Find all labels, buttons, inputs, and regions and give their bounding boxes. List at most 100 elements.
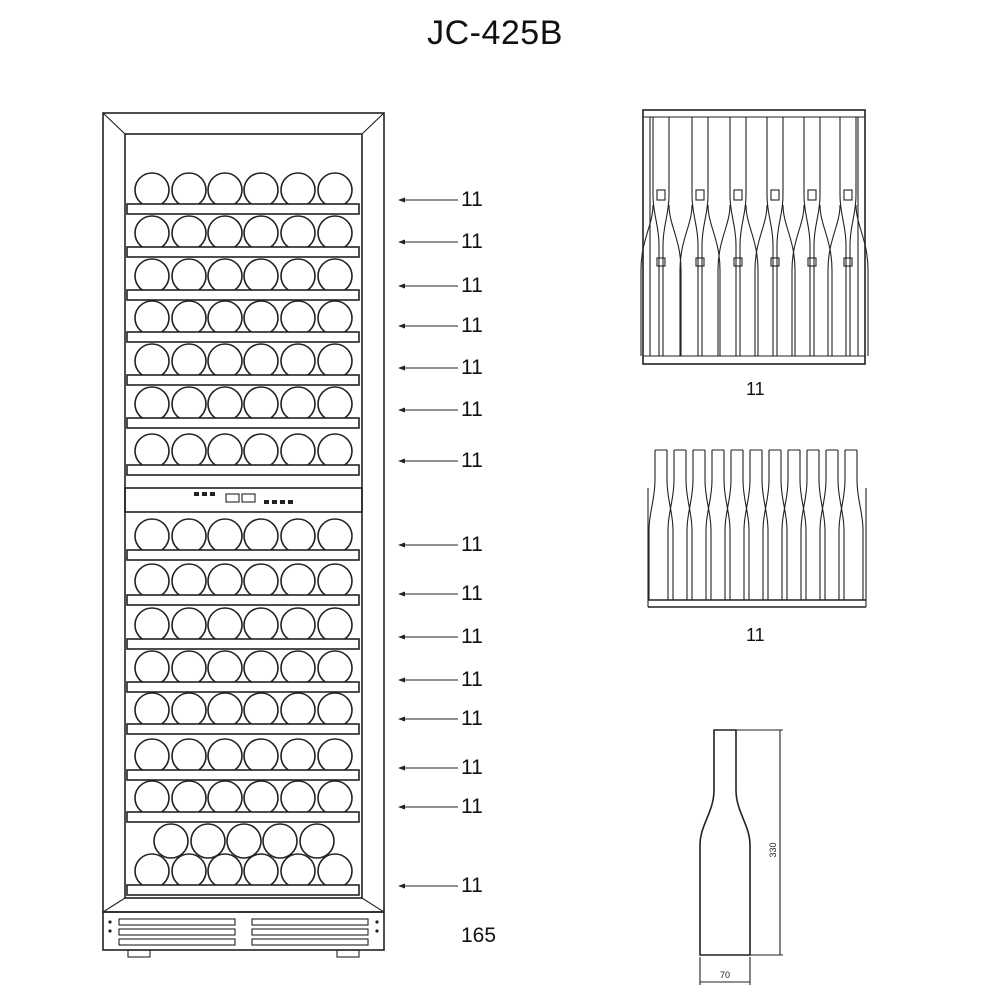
panel-button (202, 492, 207, 496)
bottle-end (317, 343, 353, 379)
bottle-end (243, 433, 279, 469)
bottle-end (134, 650, 170, 686)
bottle-end (134, 692, 170, 728)
rack-side-bottle (800, 449, 826, 600)
cabinet-base (102, 911, 385, 958)
bottle-end (171, 215, 207, 251)
shelf-board (126, 723, 360, 735)
shelf-count-7: 11 (461, 449, 483, 472)
temp-display-left (225, 493, 240, 503)
bottle-end (280, 650, 316, 686)
bottle-end (207, 172, 243, 208)
shelf-board (126, 464, 360, 476)
bottle-end (243, 518, 279, 554)
shelf-count-9: 11 (461, 582, 483, 605)
shelf-11 (126, 650, 360, 693)
shelf-count-4: 11 (461, 314, 483, 337)
rack-side-bottle (762, 449, 788, 600)
shelf-count-15: 11 (461, 874, 483, 897)
bottle-end (171, 433, 207, 469)
bottle-end (243, 215, 279, 251)
bottle-end (317, 607, 353, 643)
shelf-9 (126, 563, 360, 606)
bottle-end (280, 780, 316, 816)
bottle-end (207, 853, 243, 889)
shelf-count-10: 11 (461, 625, 483, 648)
bottle-end (134, 343, 170, 379)
bottle-height-label: 330 (768, 842, 778, 857)
bottle-end (243, 300, 279, 336)
rack-top-bottle (679, 117, 721, 356)
bottle-end (280, 433, 316, 469)
bottle-dimension-drawing: 330 70 (699, 729, 783, 985)
bottle-end (134, 780, 170, 816)
panel-button (210, 492, 215, 496)
bottle-end (317, 300, 353, 336)
shelf-board (126, 549, 360, 561)
shelf-count-11: 11 (461, 668, 483, 691)
shelf-board (126, 246, 360, 258)
bottle-end (134, 853, 170, 889)
bottle-end (207, 343, 243, 379)
shelf-12 (126, 692, 360, 735)
bottle-end (171, 607, 207, 643)
bottle-end (207, 300, 243, 336)
shelf-arrows (398, 197, 458, 889)
bottle-end (280, 692, 316, 728)
rack-top-bottle (827, 117, 869, 356)
bottle-diameter-label: 70 (720, 970, 730, 980)
bottle-end (280, 607, 316, 643)
control-display-panel (124, 487, 363, 513)
shelf-board (126, 884, 360, 896)
bottle-end (280, 853, 316, 889)
bottle-end (243, 343, 279, 379)
bottle-end (243, 650, 279, 686)
bottle-end (207, 780, 243, 816)
bottle-end (280, 300, 316, 336)
bottle-end (317, 433, 353, 469)
rack-side-bottle (743, 449, 769, 600)
bottle-end (243, 738, 279, 774)
bottle-end (171, 738, 207, 774)
shelf-count-2: 11 (461, 230, 483, 253)
bottle-end (280, 172, 316, 208)
rack-side-bottle (838, 449, 864, 600)
bottle-end (171, 780, 207, 816)
bottle-end (134, 738, 170, 774)
shelf-count-13: 11 (461, 756, 483, 779)
shelf-5 (126, 343, 360, 386)
rack-side-bottle (781, 449, 807, 600)
shelf-8 (126, 518, 360, 561)
bottle-end (317, 386, 353, 422)
shelf-arrow-13 (398, 765, 458, 771)
shelf-board (126, 811, 360, 823)
shelf-count-14: 11 (461, 795, 483, 818)
bottle-end (153, 823, 189, 859)
panel-button (280, 500, 285, 504)
shelf-board (126, 594, 360, 606)
shelf-board (126, 417, 360, 429)
shelf-arrow-5 (398, 365, 458, 371)
shelf-count-1: 11 (461, 188, 483, 211)
total-capacity-label: 165 (461, 924, 497, 947)
rack-side-bottle (724, 449, 750, 600)
bottle-end (317, 692, 353, 728)
shelf-board (126, 331, 360, 343)
bottle-end (207, 563, 243, 599)
bottle-end (280, 215, 316, 251)
bottle-end (262, 823, 298, 859)
bottle-end (171, 518, 207, 554)
rack-side-bottle (705, 449, 731, 600)
shelf-count-12: 11 (461, 707, 483, 730)
bottle-end (171, 172, 207, 208)
temp-display-right (241, 493, 256, 503)
rack-top-bottle (717, 117, 759, 356)
bottle-end (134, 258, 170, 294)
shelf-count-5: 11 (461, 356, 483, 379)
shelf-arrow-10 (398, 634, 458, 640)
bottle-end (207, 692, 243, 728)
bottle-end (280, 258, 316, 294)
bottle-end (207, 258, 243, 294)
bottle-end (134, 607, 170, 643)
